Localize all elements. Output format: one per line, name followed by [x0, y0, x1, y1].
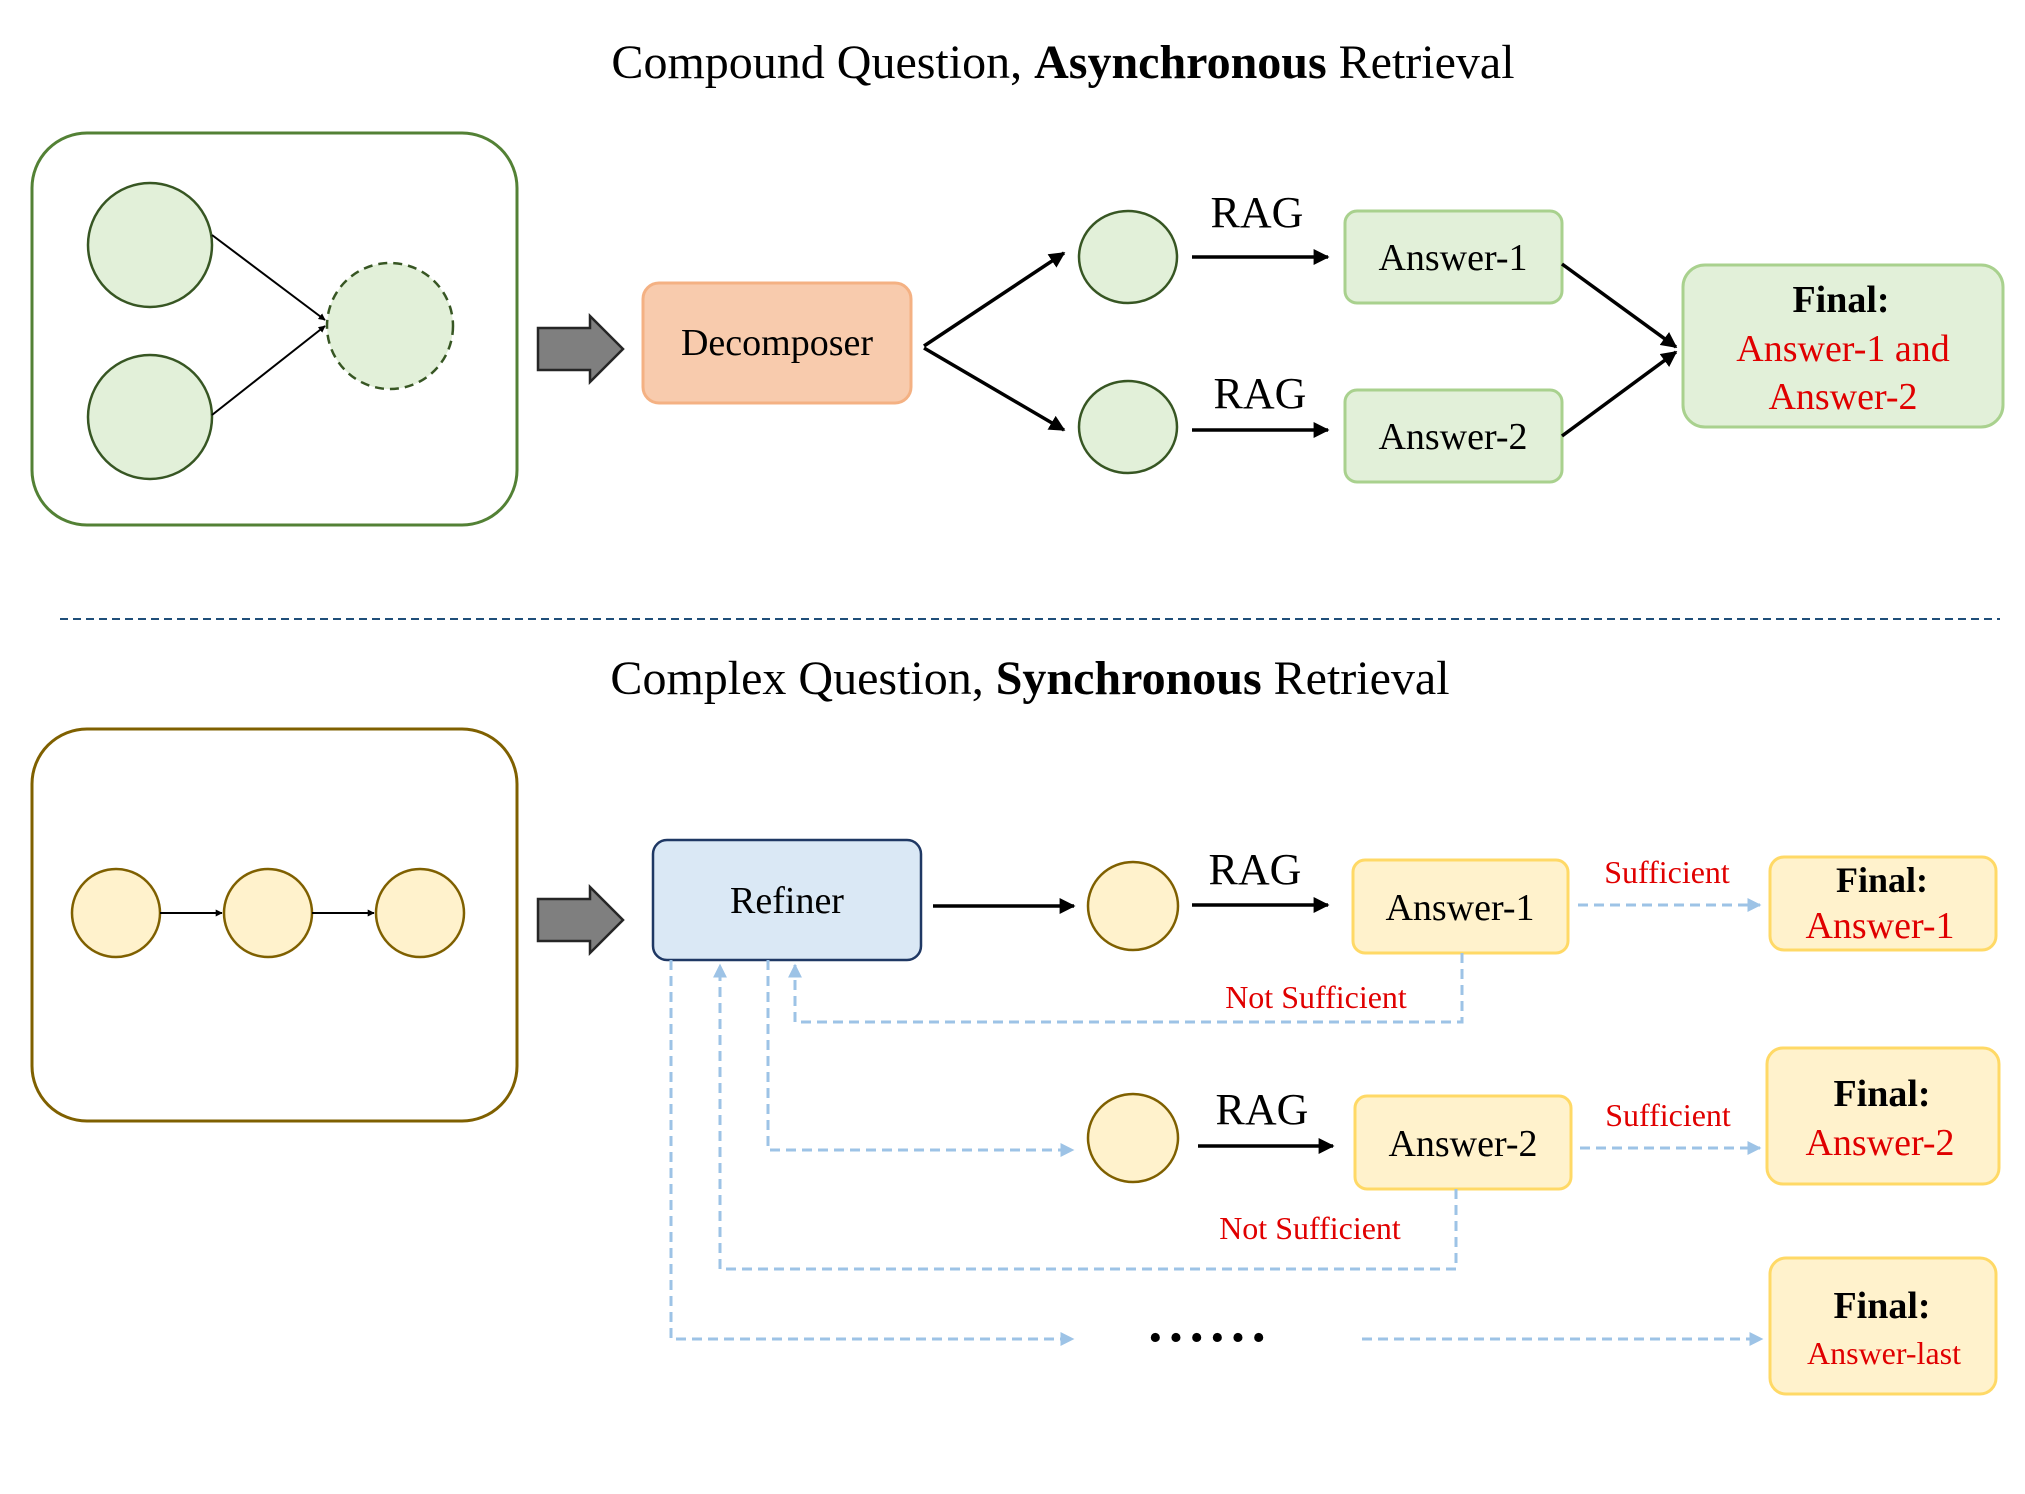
not-sufficient-label-2: Not Sufficient	[1219, 1210, 1401, 1246]
chain-node-3	[374, 867, 466, 959]
decomposer-box	[641, 281, 913, 405]
rag-label-bottom-1: RAG	[1209, 845, 1302, 894]
refiner-to-step-last-arrow	[669, 960, 1075, 1346]
refiner-box	[651, 838, 923, 962]
final-label-bottom-2: Final:	[1833, 1073, 1930, 1115]
ellipsis-more-steps: ······	[1146, 1307, 1270, 1369]
final-label-bottom-1: Final:	[1836, 860, 1928, 900]
sub-question-2-node	[1077, 379, 1179, 475]
split-arrow-lower	[923, 346, 1066, 432]
input-arrow-top	[536, 312, 625, 386]
refiner-to-step-2-arrow	[766, 960, 1075, 1157]
final-box-top	[1681, 263, 2005, 429]
sufficient-label-2: Sufficient	[1605, 1097, 1731, 1133]
final-label-bottom-3: Final:	[1833, 1285, 1930, 1327]
answer-1-label-bottom: Answer-1	[1385, 887, 1534, 929]
step-2-node	[1086, 1092, 1180, 1184]
step-1-node	[1086, 860, 1180, 952]
final-box-bottom-1	[1768, 855, 1998, 952]
final-value-bottom-1: Answer-1	[1805, 905, 1954, 947]
answer-2-label-bottom: Answer-2	[1388, 1123, 1537, 1165]
answer-1-box-top	[1343, 209, 1564, 305]
final-value-bottom-3: Answer-last	[1807, 1335, 1961, 1371]
rag-label-top-1: RAG	[1211, 188, 1304, 237]
not-sufficient-label-1: Not Sufficient	[1225, 979, 1407, 1015]
final-box-bottom-3	[1768, 1256, 1998, 1396]
sub-question-node-1	[86, 181, 214, 309]
rag-label-bottom-2: RAG	[1216, 1085, 1309, 1134]
sub-question-1-node	[1077, 209, 1179, 305]
answer-2-box-bottom	[1353, 1094, 1573, 1191]
chain-node-1	[70, 867, 162, 959]
sufficient-label-1: Sufficient	[1604, 854, 1730, 890]
final-box-bottom-2	[1765, 1046, 2001, 1186]
top-title: Compound Question, Asynchronous Retrieva…	[611, 36, 1514, 89]
sub-question-node-2	[86, 353, 214, 481]
edge-node2-to-compound	[211, 325, 326, 416]
not-sufficient-feedback-2	[713, 963, 1458, 1271]
decomposer-label: Decomposer	[681, 322, 873, 364]
edge-node1-to-compound	[211, 234, 326, 321]
final-label-top: Final:	[1792, 279, 1889, 321]
split-arrow-upper	[923, 251, 1066, 348]
input-arrow-bottom	[536, 883, 625, 957]
bottom-title: Complex Question, Synchronous Retrieval	[610, 652, 1449, 705]
not-sufficient-feedback-1	[788, 953, 1464, 1024]
compound-question-node	[325, 261, 455, 391]
chain-node-2	[222, 867, 314, 959]
final-value-top-line-1: Answer-1 and	[1736, 328, 1949, 370]
final-value-bottom-2: Answer-2	[1805, 1122, 1954, 1164]
answer-1-label-top: Answer-1	[1378, 237, 1527, 279]
merge-arrow-upper	[1560, 262, 1678, 349]
merge-arrow-lower	[1560, 350, 1678, 438]
rag-label-top-2: RAG	[1214, 369, 1307, 418]
answer-2-label-top: Answer-2	[1378, 416, 1527, 458]
final-value-top-line-2: Answer-2	[1768, 376, 1917, 418]
refiner-label: Refiner	[730, 880, 844, 922]
